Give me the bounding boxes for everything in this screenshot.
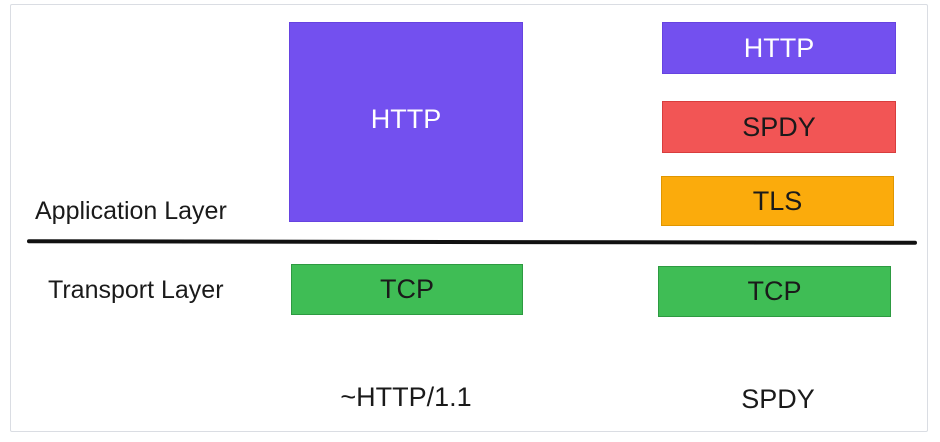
right-spdy-block: SPDY [662,101,896,153]
left-http-label: HTTP [370,103,442,134]
left-stack-caption: ~HTTP/1.1 [340,382,472,412]
right-http-block: HTTP [662,22,896,74]
application-layer-label: Application Layer [35,197,227,225]
right-http-label: HTTP [743,32,815,63]
left-tcp-label: TCP [380,274,434,304]
transport-layer-label: Transport Layer [48,276,224,304]
right-tls-label: TLS [752,185,803,216]
right-tcp-label: TCP [747,276,802,306]
left-tcp-block: TCP [291,264,523,315]
right-tcp-block: TCP [658,266,891,317]
right-tls-block: TLS [661,176,894,226]
right-stack-caption: SPDY [741,384,815,414]
right-spdy-label: SPDY [742,111,816,142]
left-http-block: HTTP [289,22,523,222]
